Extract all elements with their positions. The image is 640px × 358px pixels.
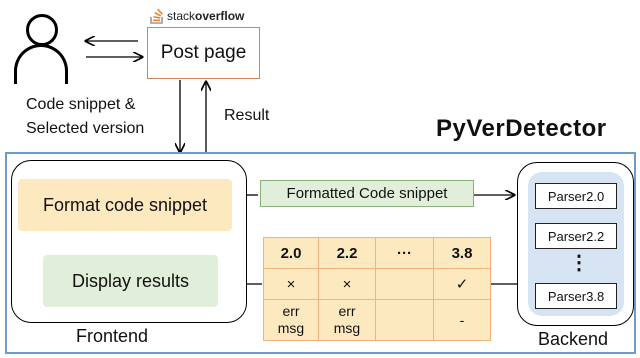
format-code-box: Format code snippet xyxy=(18,179,232,231)
table-header-cell: ··· xyxy=(375,237,434,269)
table-mark-cell: × xyxy=(263,268,319,300)
parser-box: Parser2.0 xyxy=(535,183,617,209)
frontend-label: Frontend xyxy=(76,326,149,346)
stackoverflow-logo: stackoverflow xyxy=(150,7,244,25)
system-boundary xyxy=(5,152,636,354)
logo-prefix: stack xyxy=(167,9,196,23)
display-results-box: Display results xyxy=(43,255,218,307)
error-text-2: msg xyxy=(277,320,305,336)
format-code-label: Format code snippet xyxy=(42,194,208,215)
snippet-label: Code snippet & Selected version xyxy=(26,93,144,141)
snippet-label-line-2: Selected version xyxy=(26,120,145,137)
post-page-box: Post page xyxy=(147,27,260,79)
table-mark-cell: × xyxy=(318,268,376,300)
table-header-row: 2.0 2.2 ··· 3.8 xyxy=(263,237,491,269)
table-mark-row: × × ✓ xyxy=(263,268,491,300)
table-mark-cell: ✓ xyxy=(433,268,491,300)
backend-label: Backend xyxy=(538,329,609,349)
table-mark-cell xyxy=(375,268,434,300)
error-text-1: err xyxy=(282,303,300,319)
formatted-snippet-box: Formatted Code snippet xyxy=(260,180,474,207)
parser-label: Parser2.0 xyxy=(547,188,605,204)
formatted-snippet-label: Formatted Code snippet xyxy=(286,185,448,202)
display-results-label: Display results xyxy=(71,270,190,291)
stackoverflow-icon xyxy=(150,8,164,24)
table-header-cell: 3.8 xyxy=(433,237,491,269)
error-text-1: - xyxy=(459,311,465,328)
table-header-cell: 2.2 xyxy=(318,237,376,269)
parser-label: Parser2.2 xyxy=(547,228,605,244)
result-label: Result xyxy=(224,107,270,124)
post-page-label: Post page xyxy=(160,42,247,63)
table-error-cell: - xyxy=(433,299,491,341)
parser-box: Parser3.8 xyxy=(535,283,617,309)
table-error-cell xyxy=(375,299,434,341)
parser-box: Parser2.2 xyxy=(535,223,617,249)
parser-label: Parser3.8 xyxy=(547,288,605,304)
table-header-cell: 2.0 xyxy=(263,237,319,269)
user-icon xyxy=(26,14,58,46)
parser-ellipsis: ⋮ xyxy=(569,252,589,274)
error-text-2: msg xyxy=(333,320,361,336)
snippet-label-line-1: Code snippet & xyxy=(26,96,136,113)
diagram-title: PyVerDetector xyxy=(436,115,607,142)
logo-bold: overflow xyxy=(195,9,245,23)
error-text-1: err xyxy=(338,303,356,319)
